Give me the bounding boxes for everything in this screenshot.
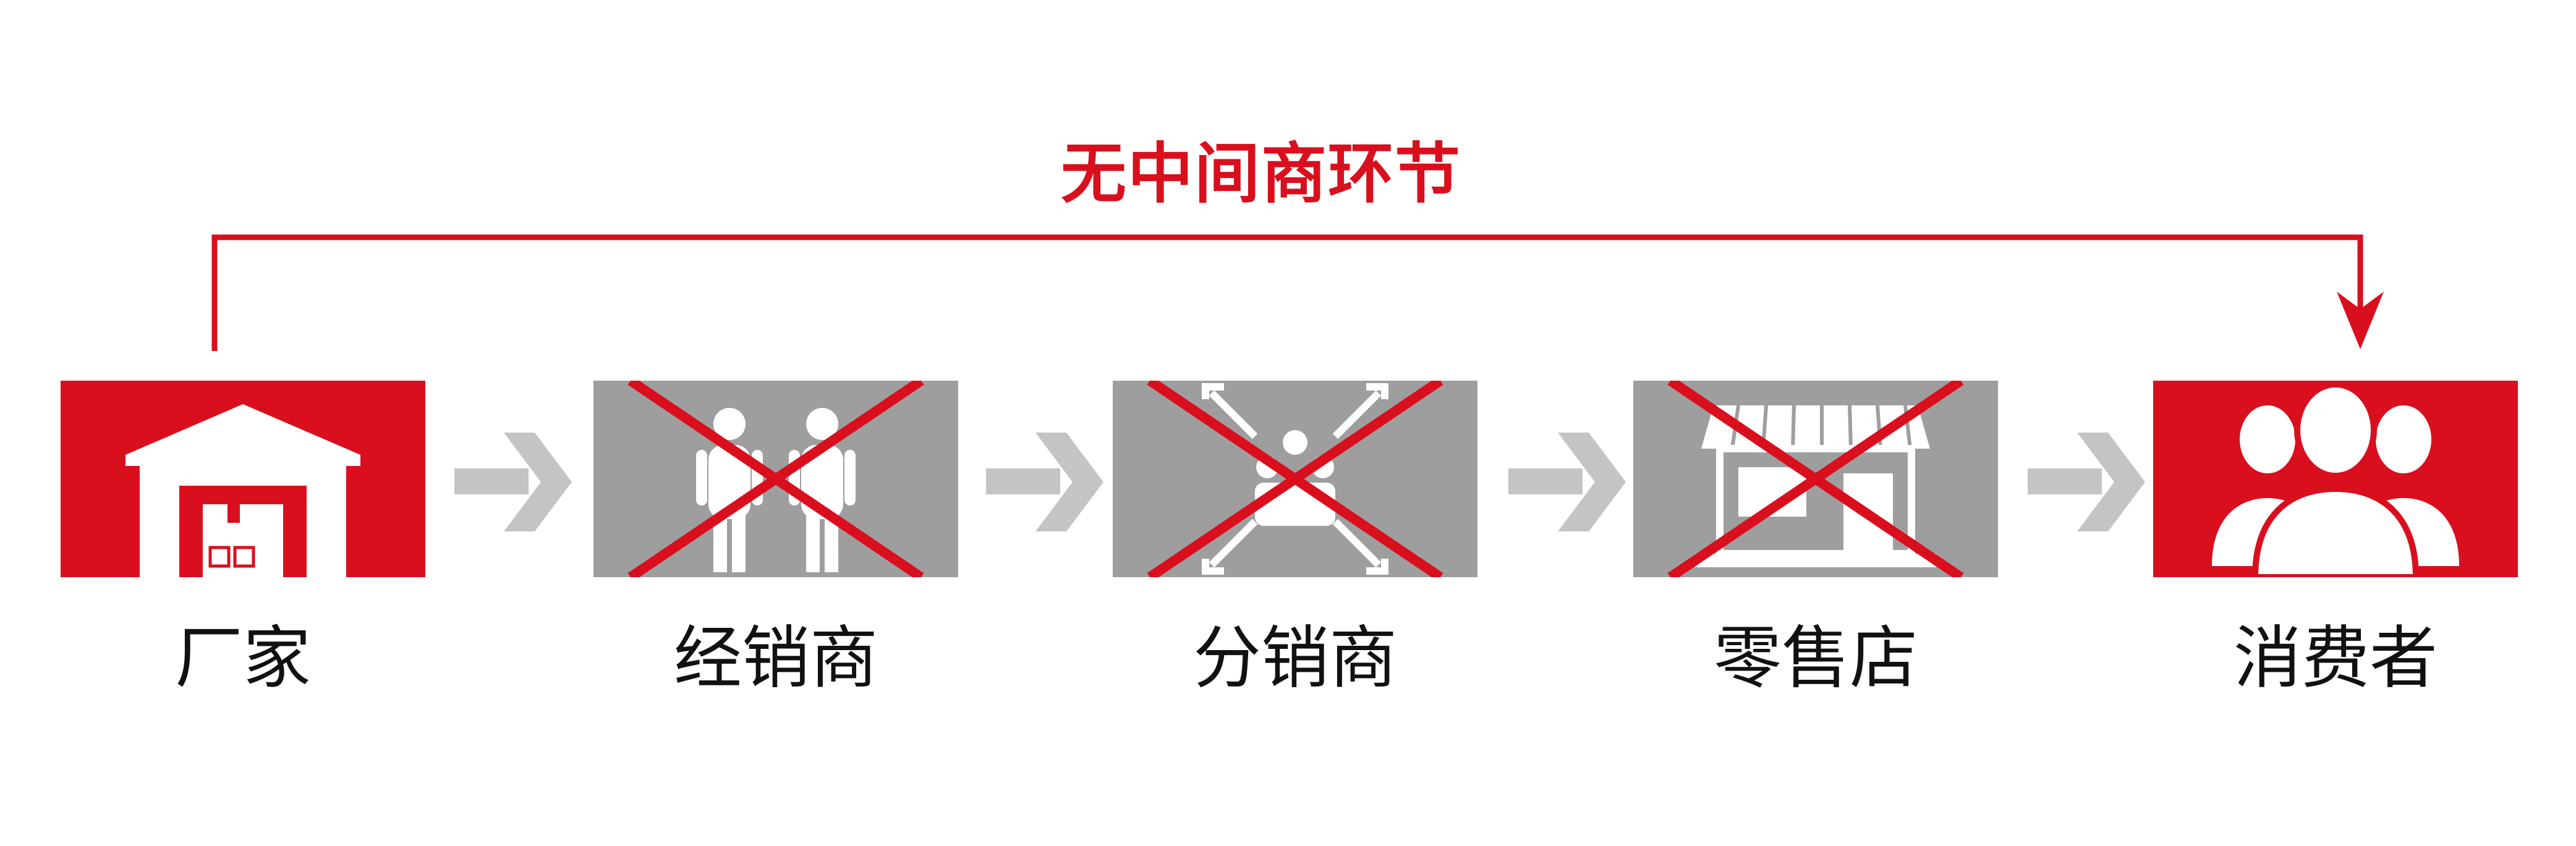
consumers-icon (2212, 381, 2459, 577)
distribution-icon (1147, 381, 1443, 577)
node-distributor (1113, 381, 1477, 577)
node-factory (61, 381, 425, 577)
flow-arrow-icon (986, 433, 1103, 531)
node-retail-store (1633, 381, 1998, 577)
flow-arrow-icon (454, 433, 572, 531)
node-label-consumers: 消费者 (2234, 619, 2438, 698)
node-label-dealer: 经销商 (674, 619, 878, 698)
node-label-distributor: 分销商 (1193, 619, 1397, 698)
flow-arrow-icon (1508, 433, 1626, 531)
warehouse-icon (125, 404, 360, 577)
diagram-title: 无中间商环节 (1061, 136, 1461, 212)
people-icon (627, 381, 924, 577)
node-consumers (2153, 381, 2518, 577)
node-label-retail-store: 零售店 (1714, 619, 1918, 698)
store-icon (1667, 381, 1964, 577)
node-dealer (593, 381, 958, 577)
bypass-connector (211, 234, 2384, 351)
arrow-head-icon (2337, 292, 2384, 349)
node-label-factory: 厂家 (175, 619, 311, 698)
flow-arrow-icon (2028, 433, 2145, 531)
